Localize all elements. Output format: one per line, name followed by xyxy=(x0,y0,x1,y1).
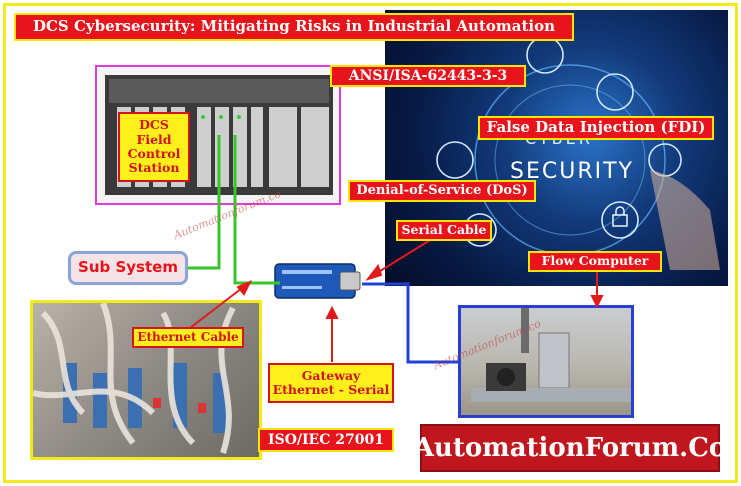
label-dos: Denial-of-Service (DoS) xyxy=(348,180,536,202)
label-dcs-station: DCS Field Control Station xyxy=(118,112,190,182)
network-icon xyxy=(596,73,634,111)
gateway-line-2: Ethernet - Serial xyxy=(272,382,390,397)
lock-icon xyxy=(601,201,639,239)
flow-pipe xyxy=(471,308,631,402)
label-ethernet-cable: Ethernet Cable xyxy=(132,327,244,348)
hand-shape xyxy=(650,170,720,270)
blue-wire-flow xyxy=(362,282,458,364)
field-cabinet-image xyxy=(30,300,262,460)
label-gateway: Gateway Ethernet - Serial xyxy=(268,363,394,403)
label-sub-system: Sub System xyxy=(68,251,188,285)
gateway-line-1: Gateway xyxy=(301,367,361,383)
security-word: SECURITY xyxy=(510,159,634,184)
dcs-line-1: DCS xyxy=(139,117,169,133)
label-flow-computer: Flow Computer xyxy=(528,251,662,272)
label-isa-62443: ANSI/ISA-62443-3-3 xyxy=(330,65,526,87)
brand-banner: AutomationForum.Co xyxy=(414,424,726,472)
green-wire-gateway xyxy=(233,135,280,285)
ethernet-cable-arrow xyxy=(189,284,247,329)
serial-cable-arrow xyxy=(371,236,436,277)
label-iso-27001: ISO/IEC 27001 xyxy=(258,428,394,452)
page-title: DCS Cybersecurity: Mitigating Risks in I… xyxy=(14,13,574,41)
dcs-line-4: Station xyxy=(128,160,180,176)
label-serial-cable: Serial Cable xyxy=(396,220,492,241)
dcs-line-2: Field xyxy=(136,131,172,147)
hierarchy-icon xyxy=(436,141,474,179)
label-fdi: False Data Injection (FDI) xyxy=(478,116,714,140)
flow-computer-image xyxy=(458,305,634,418)
green-wire-subsystem xyxy=(188,135,221,270)
cabinet-cables xyxy=(33,303,236,454)
dcs-line-3: Control xyxy=(127,146,181,161)
gateway-device[interactable] xyxy=(272,258,367,304)
